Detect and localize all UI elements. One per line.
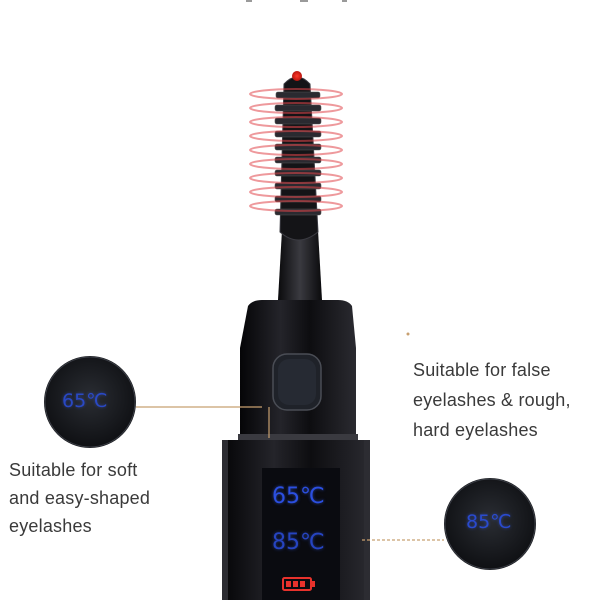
low-temp-badge-value: 65℃ xyxy=(62,390,108,412)
high-temp-badge-value: 85℃ xyxy=(466,511,512,533)
high-temp-badge xyxy=(444,478,536,570)
caption-line: Suitable for soft xyxy=(9,460,138,480)
battery-icon xyxy=(282,577,315,591)
display-high-temp: 85℃ xyxy=(272,530,325,555)
heat-glow-rings xyxy=(249,88,343,212)
comb-neck xyxy=(278,230,322,300)
power-button[interactable] xyxy=(272,353,322,411)
red-tip-light xyxy=(292,71,302,81)
display-low-temp: 65℃ xyxy=(272,484,325,509)
caption-line: eyelashes xyxy=(9,516,92,536)
caption-line: Suitable for false xyxy=(413,360,551,380)
hard-lashes-caption: Suitable for false eyelashes & rough, ha… xyxy=(413,356,571,444)
caption-line: eyelashes & rough, xyxy=(413,390,571,410)
caption-line: and easy-shaped xyxy=(9,488,151,508)
soft-lashes-caption: Suitable for soft and easy-shaped eyelas… xyxy=(9,456,150,540)
callout-lines xyxy=(136,332,444,541)
caption-line: hard eyelashes xyxy=(413,420,538,440)
low-temp-badge xyxy=(44,356,136,448)
top-edge-mark xyxy=(246,0,347,2)
